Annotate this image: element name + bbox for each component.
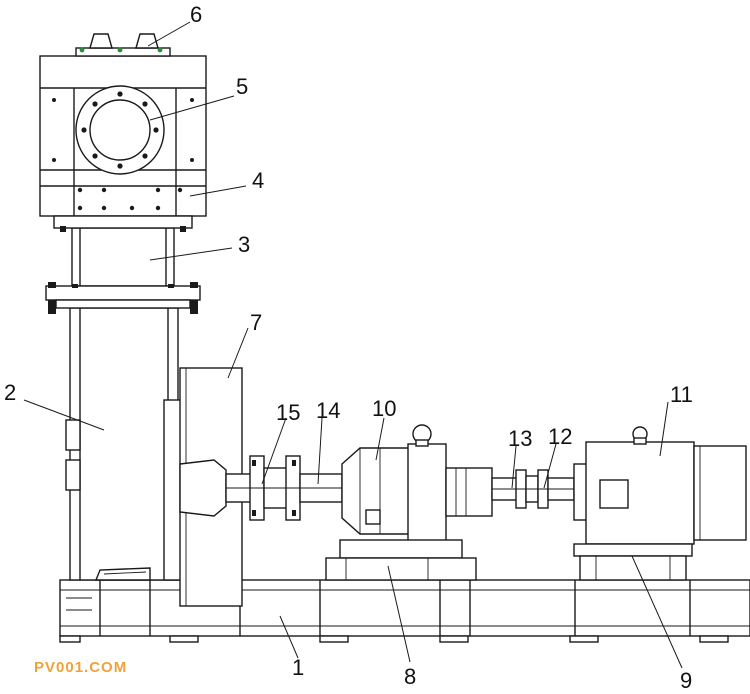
motor-base: [573, 543, 693, 581]
label-6: 6: [190, 2, 202, 27]
label-15: 15: [276, 400, 300, 425]
label-14: 14: [316, 398, 340, 423]
label-11: 11: [670, 382, 693, 407]
callout-labels: 1 2 3 4 5 6 7 8 9 10 11 12 13 14 15: [4, 2, 693, 693]
main-body: [65, 307, 181, 581]
support-column: [45, 227, 201, 314]
label-7: 7: [250, 310, 262, 335]
left-coupling: [179, 455, 343, 521]
label-5: 5: [236, 74, 248, 99]
label-2: 2: [4, 380, 16, 405]
watermark-text: PV001.COM: [34, 659, 127, 676]
inspection-port: [75, 85, 165, 175]
electric-motor: [573, 426, 747, 545]
reducer-base: [325, 539, 477, 581]
base-frame: [59, 579, 750, 643]
label-10: 10: [372, 396, 396, 421]
top-cap: [75, 33, 171, 57]
label-13: 13: [508, 426, 532, 451]
gear-reducer: [341, 424, 493, 549]
label-4: 4: [252, 168, 264, 193]
label-3: 3: [238, 232, 250, 257]
label-8: 8: [404, 664, 416, 689]
leader-lines: [23, 21, 683, 669]
right-coupling: [491, 469, 575, 509]
label-12: 12: [548, 424, 572, 449]
label-9: 9: [680, 668, 692, 693]
label-1: 1: [292, 655, 304, 680]
